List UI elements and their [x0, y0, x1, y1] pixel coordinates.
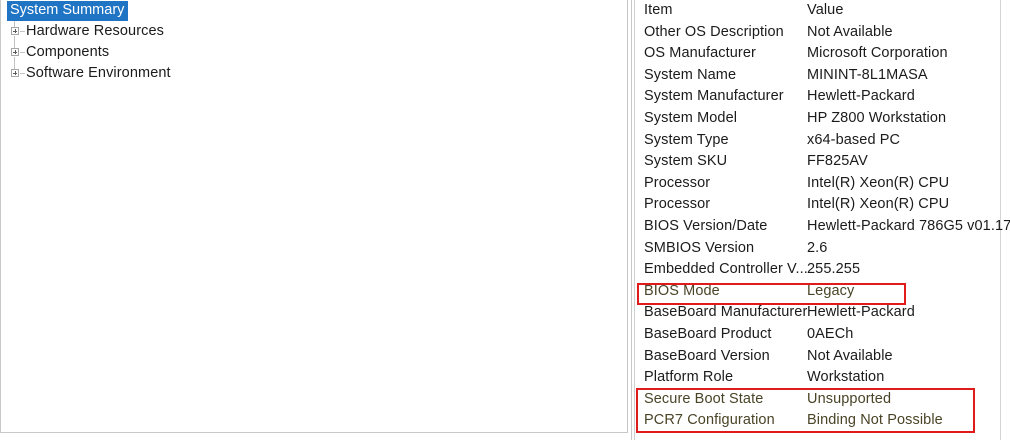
- table-row[interactable]: System Model HP Z800 Workstation: [637, 108, 1010, 130]
- cell-value: MININT-8L1MASA: [807, 65, 928, 87]
- cell-value: Binding Not Possible: [807, 410, 943, 432]
- cell-value-text: 255.255: [807, 261, 861, 278]
- table-row[interactable]: Embedded Controller V...255.255: [637, 259, 1010, 281]
- tree-item-components-label: Components: [26, 44, 110, 60]
- cell-item: BaseBoard Product: [644, 325, 772, 342]
- cell-item: Processor: [644, 196, 711, 213]
- table-row[interactable]: Processor Intel(R) Xeon(R) CPUE5506: [637, 173, 1010, 195]
- cell-value-text: Legacy: [807, 282, 855, 299]
- table-row[interactable]: OS Manufacturer Microsoft Corporation: [637, 43, 1010, 65]
- cell-value-text: Hewlett-Packard: [807, 304, 915, 321]
- panel-right-border: [1000, 0, 1001, 440]
- cell-value: x64-based PC: [807, 130, 900, 152]
- panel-divider-inner: [634, 0, 635, 440]
- panel-divider-outer: [631, 0, 632, 440]
- cell-value: Intel(R) Xeon(R) CPUE5506: [807, 194, 1010, 216]
- cell-item: System SKU: [644, 153, 728, 170]
- cell-value: Microsoft Corporation: [807, 43, 948, 65]
- table-row[interactable]: PCR7 Configuration Binding Not Possible: [637, 410, 1010, 432]
- plus-expander-icon[interactable]: [9, 42, 26, 63]
- column-header-item[interactable]: Item: [644, 2, 673, 18]
- cell-value: Hewlett-Packard 786G5 v01.17, 8/: [807, 216, 1010, 238]
- cell-item: BaseBoard Version: [644, 347, 770, 364]
- tree-item-components[interactable]: Components: [1, 42, 627, 63]
- plus-expander-icon[interactable]: [9, 63, 26, 84]
- cell-value: HP Z800 Workstation: [807, 108, 946, 130]
- cell-value-text: FF825AV: [807, 153, 868, 170]
- cell-value-text: Binding Not Possible: [807, 412, 943, 429]
- cell-value-text: 2.6: [807, 239, 828, 256]
- table-row[interactable]: System SKU FF825AV: [637, 151, 1010, 173]
- cell-item: System Name: [644, 66, 737, 83]
- cell-value-text: Workstation: [807, 369, 885, 386]
- cell-value: Not Available: [807, 22, 893, 44]
- cell-value-text: Not Available: [807, 347, 893, 364]
- cell-item: BIOS Mode: [644, 282, 720, 299]
- tree-item-hardware-resources-label: Hardware Resources: [26, 23, 164, 39]
- tree-item-hardware-resources[interactable]: Hardware Resources: [1, 21, 627, 42]
- cell-value: Hewlett-Packard: [807, 302, 915, 324]
- plus-expander-icon[interactable]: [9, 21, 26, 42]
- cell-value-text: x64-based PC: [807, 131, 901, 148]
- table-row[interactable]: BIOS Mode Legacy: [637, 281, 1010, 303]
- cell-item: System Model: [644, 109, 738, 126]
- cell-value: Workstation: [807, 367, 884, 389]
- table-row[interactable]: SMBIOS Version 2.6: [637, 238, 1010, 260]
- cell-item: BaseBoard Manufacturer: [644, 304, 808, 321]
- navigation-tree-panel[interactable]: System Summary Hardware Resources Compon…: [0, 0, 628, 433]
- cell-item: System Type: [644, 131, 729, 148]
- table-row[interactable]: System Name MININT-8L1MASA: [637, 65, 1010, 87]
- cell-value-text: Unsupported: [807, 390, 892, 407]
- cell-value: 2.6: [807, 238, 827, 260]
- cell-value-text: 0AECh: [807, 325, 854, 342]
- table-row[interactable]: Processor Intel(R) Xeon(R) CPUE5506: [637, 194, 1010, 216]
- cell-item: SMBIOS Version: [644, 239, 755, 256]
- cell-value-text: MININT-8L1MASA: [807, 66, 928, 83]
- panel-bottom-border: [0, 432, 628, 433]
- cell-value-text: Intel(R) Xeon(R) CPU: [807, 174, 950, 191]
- cell-value: Not Available: [807, 346, 893, 368]
- cell-item: Platform Role: [644, 369, 734, 386]
- table-row[interactable]: BIOS Version/Date Hewlett-Packard 786G5 v…: [637, 216, 1010, 238]
- tree-item-software-environment[interactable]: Software Environment: [1, 63, 627, 84]
- cell-value: Unsupported: [807, 389, 891, 411]
- cell-value: Intel(R) Xeon(R) CPUE5506: [807, 173, 1010, 195]
- tree-item-software-environment-label: Software Environment: [26, 65, 171, 81]
- cell-value: FF825AV: [807, 151, 868, 173]
- column-header-value[interactable]: Value: [807, 2, 844, 18]
- cell-value-text: HP Z800 Workstation: [807, 109, 947, 126]
- table-row[interactable]: Secure Boot State Unsupported: [637, 389, 1010, 411]
- tree-item-system-summary-label: System Summary: [7, 0, 129, 21]
- cell-value-text: Intel(R) Xeon(R) CPU: [807, 196, 950, 213]
- table-row[interactable]: Platform Role Workstation: [637, 367, 1010, 389]
- cell-item: Secure Boot State: [644, 390, 764, 407]
- tree-item-system-summary[interactable]: System Summary: [1, 0, 627, 21]
- cell-value-text: Hewlett-Packard: [807, 88, 915, 105]
- cell-item: System Manufacturer: [644, 88, 784, 105]
- table-row[interactable]: BaseBoard Product 0AECh: [637, 324, 1010, 346]
- cell-item: OS Manufacturer: [644, 45, 756, 62]
- cell-value: 0AECh: [807, 324, 853, 346]
- table-header-row: Item Value: [637, 0, 1010, 22]
- cell-item: Other OS Description: [644, 23, 784, 40]
- cell-item: BIOS Version/Date: [644, 217, 768, 234]
- cell-value-text: Microsoft Corporation: [807, 45, 948, 62]
- table-row[interactable]: System Type x64-based PC: [637, 130, 1010, 152]
- cell-value-text: Hewlett-Packard 786G5 v01.17, 8/: [807, 217, 1010, 234]
- table-row[interactable]: System Manufacturer Hewlett-Packard: [637, 86, 1010, 108]
- cell-value-text: Not Available: [807, 23, 893, 40]
- table-row[interactable]: Other OS Description Not Available: [637, 22, 1010, 44]
- cell-item: Processor: [644, 174, 711, 191]
- cell-value: Hewlett-Packard: [807, 86, 915, 108]
- cell-item: PCR7 Configuration: [644, 412, 775, 429]
- cell-value: 255.255: [807, 259, 860, 281]
- table-row[interactable]: BaseBoard Version Not Available: [637, 346, 1010, 368]
- cell-item: Embedded Controller V...: [644, 261, 808, 278]
- cell-value: Legacy: [807, 281, 854, 303]
